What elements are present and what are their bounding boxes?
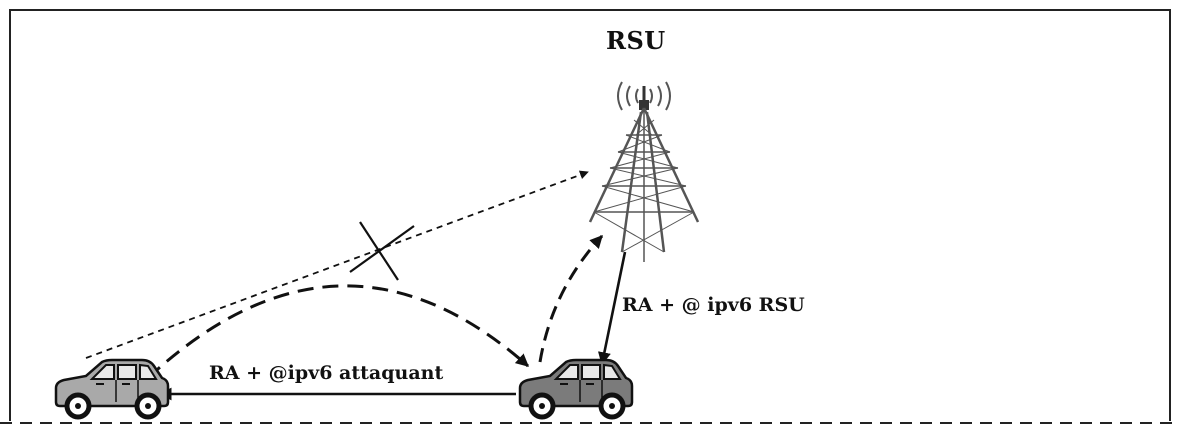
rsu-reply-label: RA + @ ipv6 RSU	[622, 294, 805, 316]
x-mark-icon	[349, 221, 415, 281]
rsu-reply-arrow	[597, 251, 627, 366]
attacker-car-icon	[520, 360, 632, 417]
intercepted-request-arrow	[146, 284, 529, 380]
rsu-label: RSU	[606, 26, 666, 55]
frame-border	[9, 9, 1171, 421]
victim-car-icon	[56, 360, 168, 417]
attacker-reply-label: RA + @ipv6 attaquant	[209, 362, 444, 384]
radio-tower-icon	[588, 81, 700, 262]
blocked-request-arrow	[85, 170, 589, 359]
attacker-request-arrow	[538, 234, 604, 363]
